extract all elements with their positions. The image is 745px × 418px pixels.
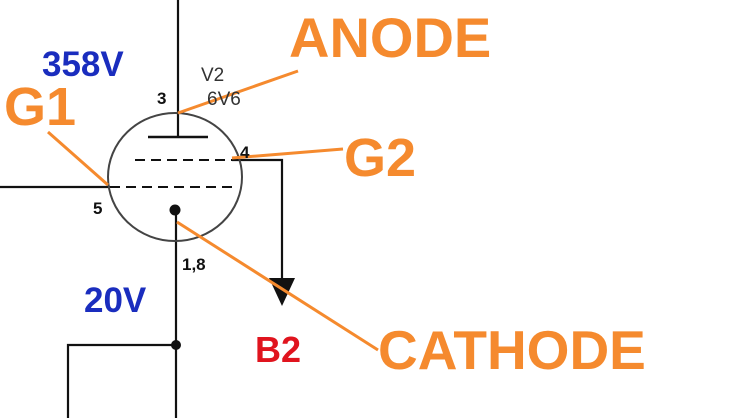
tube-envelope [107,112,243,242]
anode-leader [177,69,299,115]
junction-dot [171,340,181,350]
pin-anode-number: 3 [157,89,166,108]
anode-annotation: ANODE [289,6,491,69]
cathode-voltage: 20V [84,281,147,320]
g2-annotation: G2 [344,128,416,188]
g1-leader [47,130,109,187]
pin-g1-number: 5 [93,199,102,218]
b2-net-label: B2 [255,329,301,370]
tube-part-number: 6V6 [207,89,241,110]
cathode-branch-wire [66,343,176,418]
screen-grid-wire [232,158,284,278]
cathode-annotation: CATHODE [378,319,646,381]
g1-annotation: G1 [4,77,76,137]
annotation-leaders [47,69,379,352]
pin-cathode-number: 1,8 [182,255,206,274]
pin-g2-number: 4 [240,143,250,162]
cathode-dot [169,204,181,216]
cathode-leader [176,220,379,352]
circuit-wires [0,0,284,418]
g2-leader [231,147,344,160]
tube-designator: V2 [201,65,224,86]
anode-voltage: 358V [42,45,124,84]
